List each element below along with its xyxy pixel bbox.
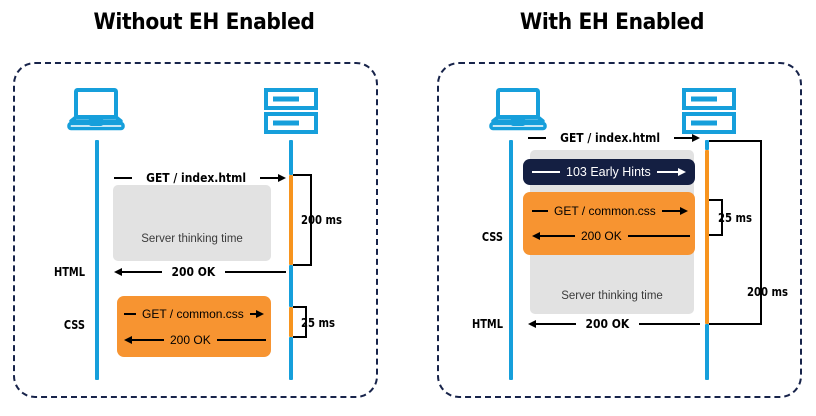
- panel-without-eh: Without EH Enabled GET / index.html: [13, 10, 378, 398]
- server-lifeline-seg-3: [289, 337, 293, 380]
- css-block: GET / common.css 200 OK: [523, 192, 695, 255]
- early-hints-block: 103 Early Hints: [523, 159, 695, 185]
- timing-label-25ms: 25 ms: [301, 316, 336, 330]
- message-css-200-ok: 200 OK: [124, 333, 266, 347]
- message-label: GET / index.html: [146, 169, 247, 185]
- panel-with-eh: With EH Enabled GET / index.html Server: [408, 0, 816, 416]
- message-label: GET / common.css: [554, 204, 656, 218]
- side-label-html: HTML: [471, 317, 503, 331]
- arrow-head-right-icon: [680, 207, 688, 215]
- message-html-200-ok: 200 OK: [528, 317, 700, 331]
- message-label: 200 OK: [585, 315, 630, 331]
- side-label-css: CSS: [481, 230, 503, 244]
- server-lifeline-seg-1: [705, 140, 709, 150]
- server-thinking-block: Server thinking time: [113, 185, 271, 261]
- timing-label-200ms: 200 ms: [301, 213, 343, 227]
- css-block: GET / common.css 200 OK: [117, 296, 271, 357]
- side-label-html: HTML: [53, 265, 85, 279]
- message-css-200-ok: 200 OK: [532, 229, 690, 243]
- server-lifeline-thinking-200ms: [289, 175, 293, 265]
- message-label: GET / index.html: [560, 129, 661, 145]
- arrow-head-left-icon: [532, 232, 540, 240]
- server-icon: [264, 88, 318, 136]
- timing-bracket-200ms: [293, 174, 312, 266]
- message-label: GET / common.css: [142, 307, 244, 321]
- arrow-head-left-icon: [528, 320, 536, 328]
- arrow-head-left-icon: [124, 336, 132, 344]
- arrow-head-right-icon: [692, 134, 700, 142]
- server-lifeline-seg-2: [289, 265, 293, 307]
- server-lifeline-seg-2: [705, 324, 709, 380]
- server-thinking-label: Server thinking time: [561, 290, 663, 302]
- arrow-head-right-icon: [278, 174, 286, 182]
- side-label-css: CSS: [63, 318, 85, 332]
- panel-frame-without-eh: [13, 62, 378, 398]
- message-html-200-ok: 200 OK: [114, 265, 286, 279]
- message-get-common-css: GET / common.css: [532, 204, 688, 218]
- message-label: 200 OK: [170, 333, 211, 347]
- client-lifeline: [509, 140, 513, 380]
- panel-frame-with-eh: [437, 62, 802, 398]
- server-lifeline-thinking-25ms: [289, 307, 293, 337]
- panel-title-without-eh: Without EH Enabled: [93, 10, 315, 35]
- arrow-head-right-icon: [256, 310, 264, 318]
- timing-bracket-25ms: [709, 199, 723, 236]
- arrow-head-right-icon: [678, 168, 686, 176]
- server-thinking-label: Server thinking time: [141, 233, 243, 245]
- message-get-index-html: GET / index.html: [114, 171, 286, 185]
- message-get-common-css: GET / common.css: [124, 307, 264, 321]
- panel-title-with-eh: With EH Enabled: [519, 10, 705, 35]
- server-lifeline-thinking: [705, 150, 709, 324]
- laptop-icon: [67, 88, 125, 132]
- timing-bracket-200ms: [709, 140, 762, 325]
- laptop-icon: [489, 88, 547, 132]
- arrow-head-left-icon: [114, 268, 122, 276]
- server-lifeline-seg-1: [289, 140, 293, 175]
- timing-bracket-25ms: [293, 306, 307, 338]
- timing-label-200ms: 200 ms: [747, 285, 789, 299]
- message-get-index-html: GET / index.html: [528, 131, 700, 145]
- message-label: 103 Early Hints: [566, 164, 651, 179]
- timing-label-25ms: 25 ms: [718, 211, 753, 225]
- message-label: 200 OK: [171, 263, 216, 279]
- client-lifeline: [95, 140, 99, 380]
- server-icon: [682, 88, 736, 136]
- message-103-early-hints: 103 Early Hints: [532, 165, 686, 179]
- message-label: 200 OK: [581, 229, 622, 243]
